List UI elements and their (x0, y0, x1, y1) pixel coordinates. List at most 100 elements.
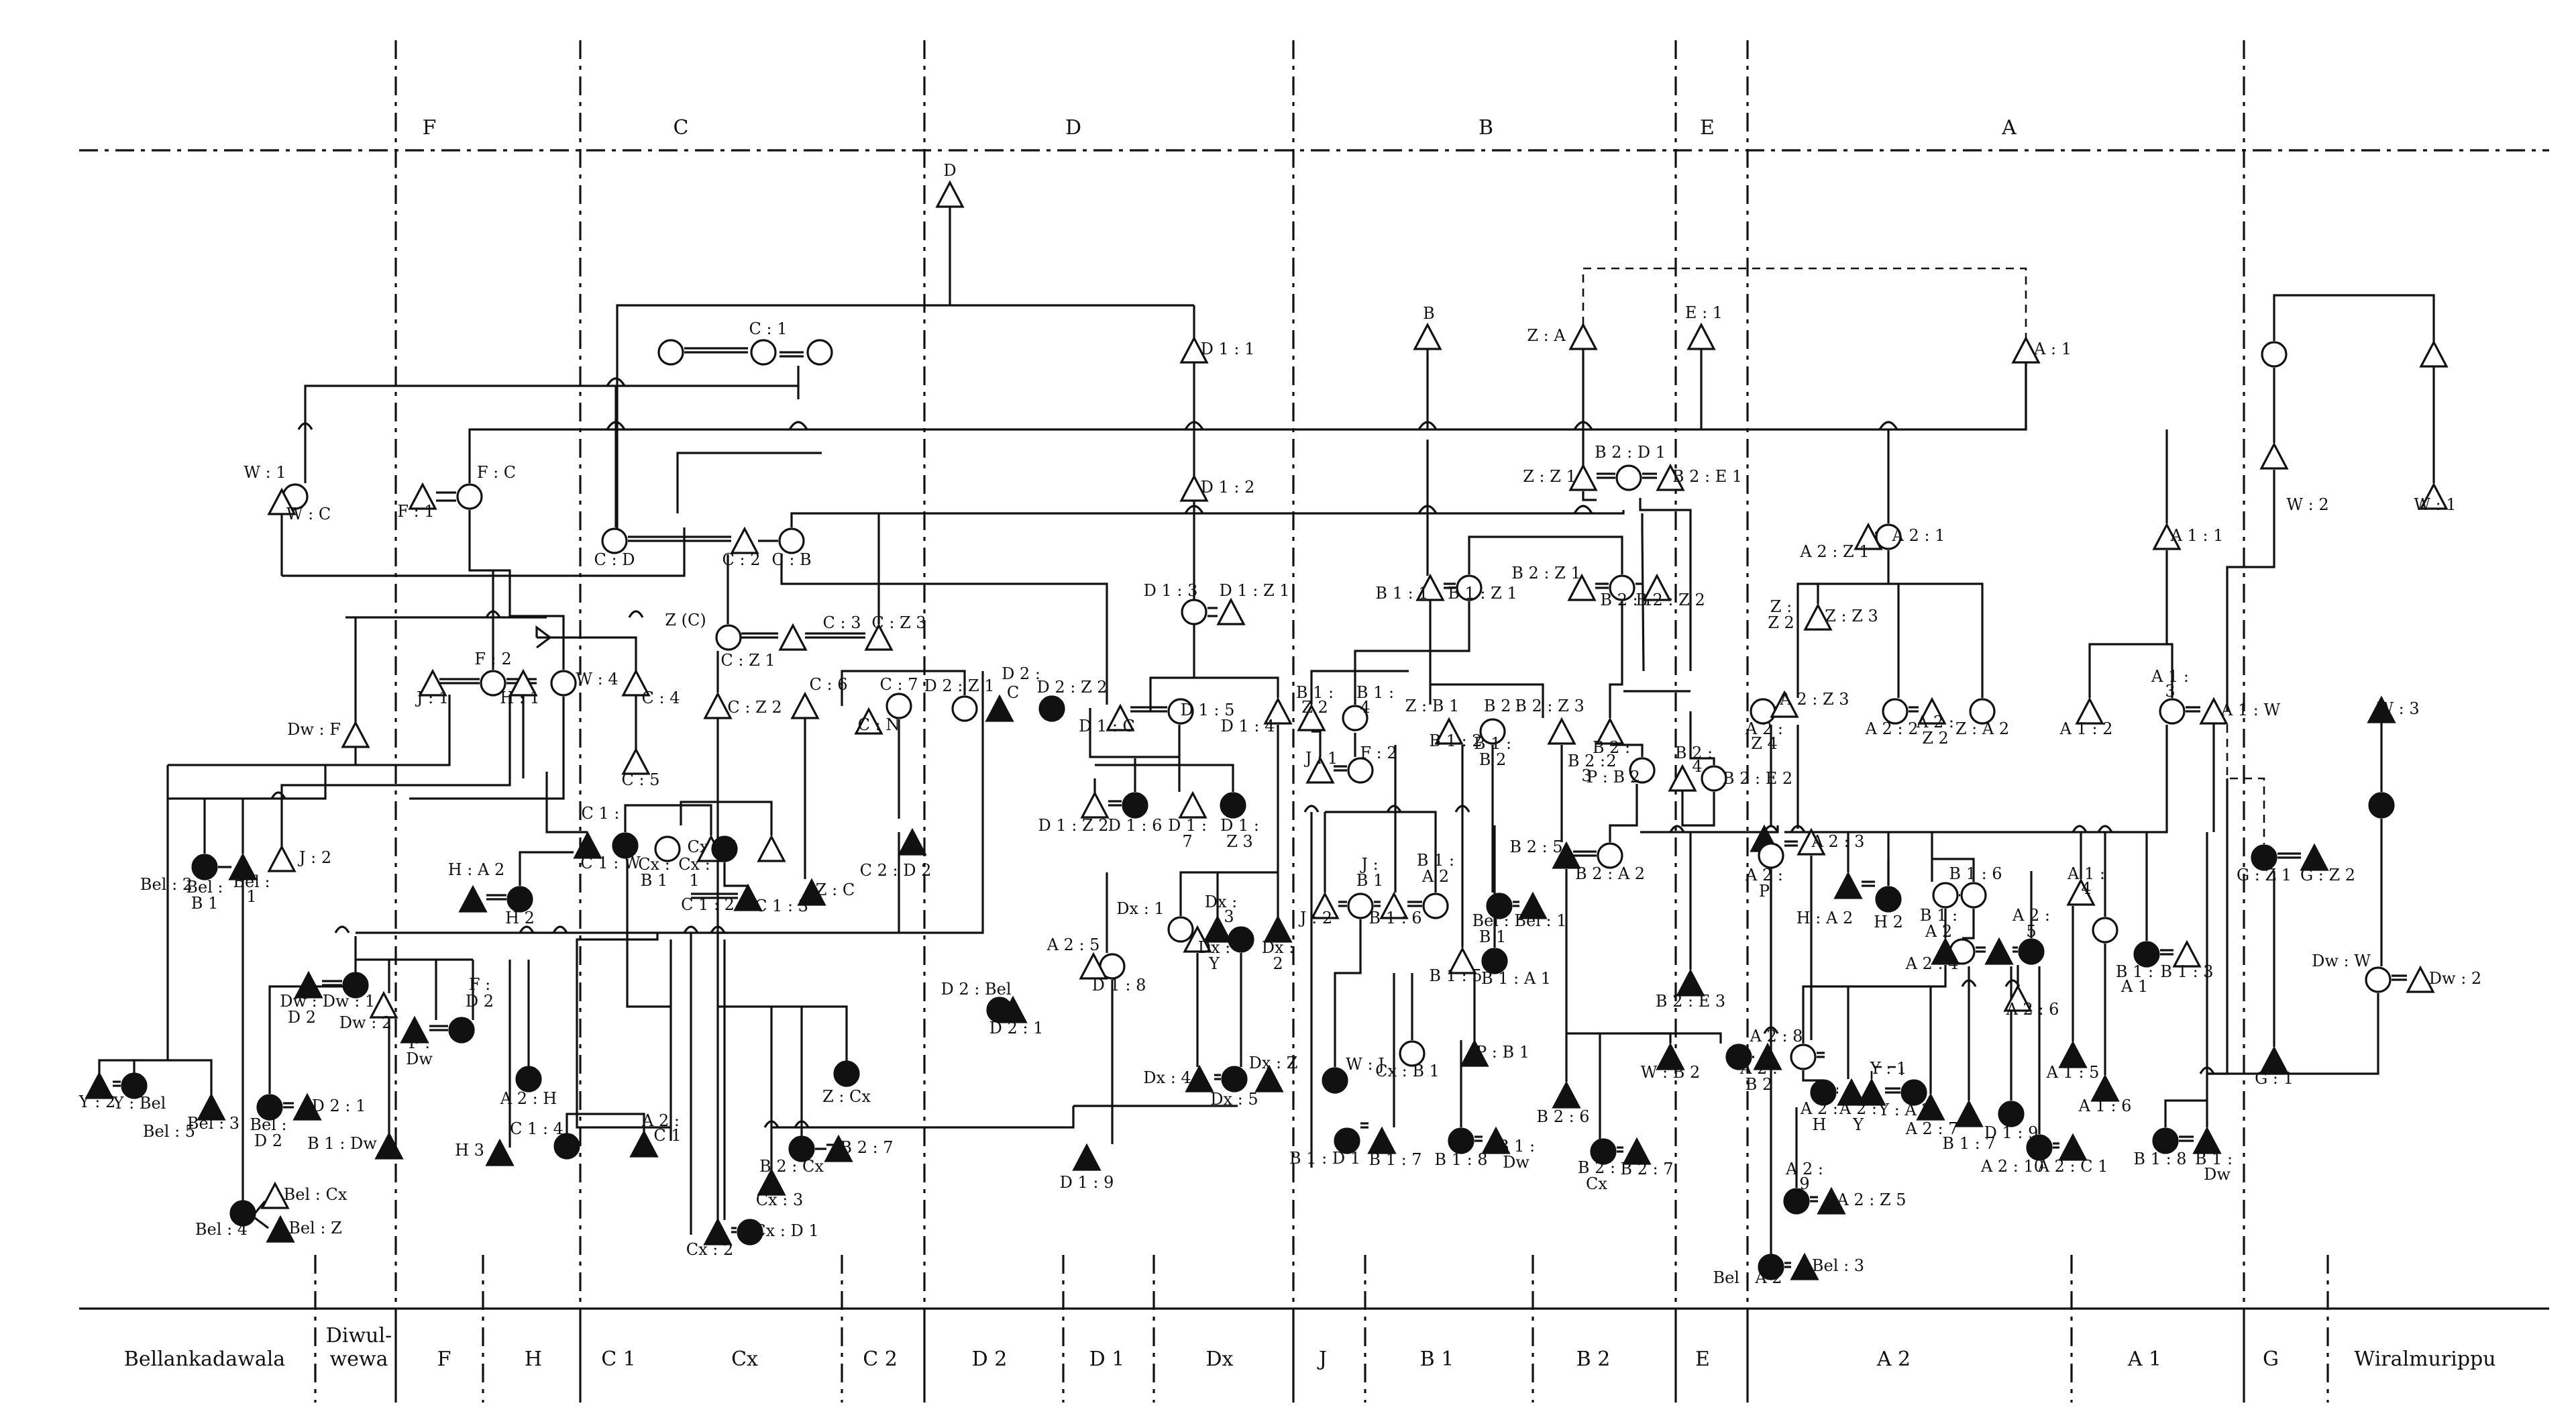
node-label: Bel : 3 (187, 1114, 239, 1133)
node-label: B 2 (1479, 750, 1507, 769)
node-label: Dw (1503, 1153, 1529, 1172)
kin-node: W : J (1322, 1055, 1385, 1094)
kin-node: Dx : 1 (1116, 899, 1194, 943)
node-label: C 1 : 4 (510, 1119, 564, 1138)
kin-node: A 2 : (1745, 842, 1784, 884)
kin-node: Bel : A 2 (1713, 1254, 1784, 1287)
marriage-bars (113, 347, 2407, 1264)
node-label: Y : 2 (78, 1092, 115, 1111)
kin-node (2261, 341, 2288, 368)
kin-node: 3 (2165, 682, 2175, 701)
female-symbol (806, 339, 833, 366)
node-label: B 2 : Z 2 (1635, 591, 1705, 609)
node-label: W : 2 (2286, 495, 2328, 514)
male-symbol (2419, 340, 2449, 368)
kin-node: B 2 (1479, 750, 1507, 769)
node-label: C 1 (653, 1126, 681, 1145)
kin-node: H (1813, 1115, 1827, 1134)
node-label: Dx : Z (1249, 1054, 1298, 1072)
female-symbol (1167, 916, 1194, 943)
male-symbol (778, 623, 808, 651)
kin-node: Y (1852, 1115, 1864, 1134)
bottom-section-label: Diwul- (326, 1324, 392, 1347)
node-label: P : B 2 (1587, 768, 1640, 786)
male-symbol (1106, 703, 1135, 731)
kin-node: Dw : 2 (339, 990, 398, 1032)
node-label: A 1 : 2 (2059, 719, 2113, 738)
kin-node: C : 1 (749, 319, 788, 366)
node-label: B 2 : 7 (840, 1138, 893, 1157)
top-section-label: D (1065, 116, 1081, 140)
bottom-section-label: Dx (1206, 1347, 1234, 1371)
node-label: B 1 : 7 (1942, 1134, 1995, 1153)
node-label: B 1 : 5 (1429, 966, 1482, 985)
deceased-female-symbol (515, 1066, 542, 1092)
female-symbol (715, 624, 742, 651)
male-symbol (1796, 827, 1826, 856)
kin-node (778, 623, 808, 651)
kin-node: Bel : (228, 852, 270, 891)
node-label: F : 2 (474, 650, 511, 668)
deceased-male-symbol (757, 1168, 786, 1196)
male-symbol (2075, 697, 2104, 725)
kin-node: Cx : 2 (686, 1217, 733, 1259)
kin-node: A 1 : (2151, 667, 2189, 725)
node-label: Y : 1 (1870, 1059, 1907, 1078)
male-symbol (1547, 717, 1576, 745)
female-symbol (1347, 893, 1374, 919)
kin-node: 2 (1606, 752, 1616, 770)
kin-node: A 1 : (2067, 864, 2105, 883)
kin-node: 2 (1273, 954, 1283, 973)
bottom-section-label: B 1 (1420, 1347, 1454, 1371)
male-symbol (1568, 322, 1598, 350)
female-symbol (1932, 882, 1959, 909)
kin-node: J : 1 (415, 668, 449, 707)
node-label: C 1 : (582, 804, 620, 823)
deceased-male-symbol (1931, 937, 1960, 965)
kin-node: A 2 : H (500, 1066, 557, 1108)
kin-node: C 1 : 4 (510, 1119, 580, 1160)
bottom-section-label: wewa (330, 1347, 388, 1371)
female-symbol (1347, 757, 1374, 784)
kin-node: C : N (854, 707, 900, 735)
node-label: Bel : 2 (140, 875, 193, 894)
node-label: B 1 (1479, 927, 1507, 946)
kin-node: B 1 (191, 894, 219, 913)
node-label: D 1 : 4 (1221, 717, 1275, 735)
kin-node: B 1 : (1481, 1126, 1535, 1156)
deceased-male-symbol (1552, 841, 1581, 869)
male-symbol (864, 623, 894, 651)
node-label: P (1759, 882, 1770, 901)
node-label: C (1007, 683, 1019, 702)
node-label: B 2 : 7 (1620, 1160, 1673, 1178)
kin-node: H 2 (505, 886, 535, 927)
kin-node: A 1 : W (2199, 697, 2281, 725)
female-symbol (1479, 718, 1506, 745)
kin-node: A 2 : 6 (2003, 984, 2059, 1019)
male-symbol (267, 844, 297, 872)
node-label: A 1 : W (2220, 701, 2281, 719)
node-label: 4 (2081, 879, 2091, 898)
kin-node: C : Z 1 (720, 651, 775, 670)
node-label: Z 2 (1922, 729, 1949, 748)
deceased-male-symbol (2058, 1040, 2088, 1068)
male-symbol (2066, 878, 2096, 906)
male-symbol (1595, 717, 1625, 745)
kin-node: Z : Cx (822, 1060, 871, 1106)
kin-node: B 2 : (1593, 717, 1630, 757)
node-label: A 1 : (2067, 864, 2105, 883)
kin-node: W : 4 (550, 670, 619, 697)
kin-node: H : A 2 (1796, 886, 1902, 927)
kin-node: C 1 : (573, 804, 620, 859)
kin-node: H 3 (455, 1138, 515, 1166)
deceased-male-symbol (898, 827, 927, 856)
kin-node: A 2 : (1739, 1042, 1782, 1078)
node-label: C : 4 (642, 689, 680, 707)
node-label: Dw : W (2312, 952, 2371, 970)
node-label: Z : Z 3 (1825, 607, 1878, 625)
male-symbol (1079, 952, 1108, 980)
node-label: F : C (477, 463, 516, 482)
node-label: C : 1 (749, 319, 788, 338)
node-label: D 1 : Z 1 (1219, 581, 1289, 600)
kin-node: C : 5 (621, 747, 659, 789)
